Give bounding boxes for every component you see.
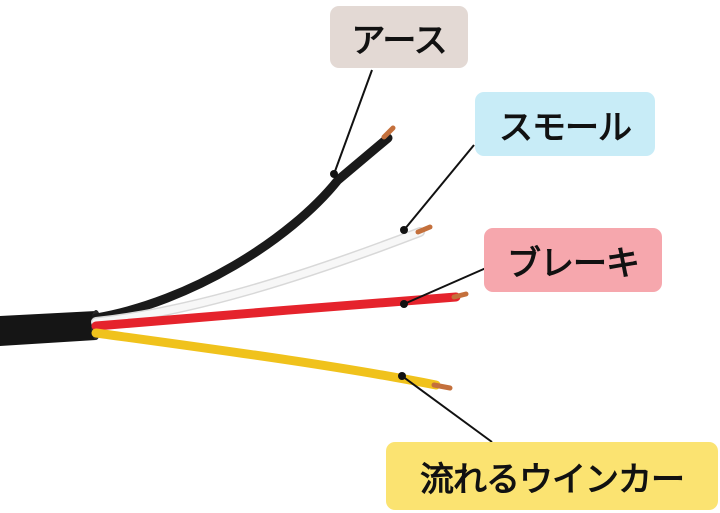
leader-turn-dot	[398, 372, 406, 380]
leader-brake	[403, 267, 487, 305]
leader-small	[403, 144, 475, 231]
wire-black-tip	[381, 125, 396, 140]
wire-red	[91, 292, 461, 331]
wire-white-tip	[415, 224, 433, 235]
leader-turn	[401, 375, 493, 443]
label-small: スモール	[475, 92, 655, 156]
wire-black	[91, 133, 393, 323]
label-brake: ブレーキ	[484, 228, 662, 292]
wire-yellow	[91, 328, 441, 390]
wire-white-core	[92, 228, 424, 326]
leader-earth	[333, 69, 373, 175]
leader-earth-dot	[330, 170, 338, 178]
wire-yellow-tip	[431, 382, 453, 391]
leader-brake-dot	[400, 300, 408, 308]
wire-red-tip	[451, 291, 469, 300]
label-turn-signal: 流れるウインカー	[386, 442, 718, 510]
cable-sheath	[0, 311, 100, 346]
label-earth: アース	[330, 6, 468, 68]
leader-small-dot	[400, 226, 408, 234]
